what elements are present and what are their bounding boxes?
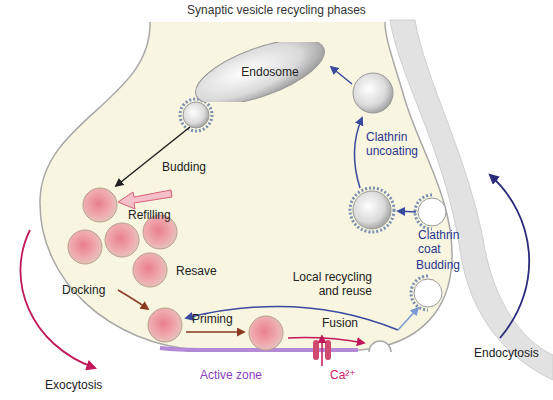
- reserve-vesicle: [68, 230, 102, 264]
- fusion-arrow: [288, 338, 364, 343]
- phase-label: Endocytosis: [474, 346, 539, 360]
- clathrin-coat: [415, 195, 432, 229]
- fusion-pore-opening: [368, 352, 392, 366]
- stage-label: Budding: [162, 160, 206, 174]
- diagram-title: Synaptic vesicle recycling phases: [0, 3, 553, 17]
- ion-label: Ca²⁺: [330, 368, 356, 382]
- docking-arrow: [118, 290, 148, 309]
- uncoated-vesicle: [353, 73, 393, 113]
- phase-label: Exocytosis: [45, 378, 102, 392]
- stage-label: Clathrin coat: [418, 228, 470, 256]
- region-label: Active zone: [200, 368, 262, 382]
- stage-label: Resave: [176, 264, 217, 278]
- stage-label: Docking: [62, 283, 105, 297]
- stage-label: Priming: [192, 312, 233, 326]
- calcium-channel: [325, 340, 331, 360]
- refilling-arrow: [118, 190, 172, 209]
- clathrin-pit: [414, 279, 442, 307]
- node-label: Endosome: [190, 42, 330, 102]
- clathrin-pit: [418, 198, 446, 226]
- terminal-membrane: [40, 22, 452, 350]
- priming-arrow: [186, 331, 244, 333]
- calcium-influx-arrow: [321, 336, 323, 366]
- stage-label: Budding: [416, 258, 460, 272]
- clathrin-coat: [180, 99, 212, 131]
- to-endosome-arrow: [331, 67, 352, 84]
- budding-vesicle: [183, 102, 209, 128]
- uncoating-arrow: [354, 118, 362, 188]
- stage-label: Clathrin uncoating: [366, 130, 436, 158]
- terminal-fill: [40, 22, 452, 350]
- recycling-arrow: [186, 306, 398, 330]
- docked-vesicle: [148, 308, 182, 342]
- coated-vesicle: [353, 191, 391, 229]
- stage-label: Fusion: [322, 316, 358, 330]
- pit-to-vesicle-arrow: [398, 211, 416, 212]
- reserve-vesicle: [105, 223, 139, 257]
- calcium-channel: [313, 340, 319, 360]
- clathrin-coat: [411, 276, 428, 310]
- clathrin-coat: [350, 188, 394, 232]
- stage-label: Refilling: [128, 208, 171, 222]
- primed-vesicle: [249, 316, 283, 350]
- endosome: Endosome: [190, 42, 330, 102]
- pathway-label: Local recycling and reuse: [272, 270, 372, 298]
- refilling-vesicle: [83, 188, 117, 222]
- budding-arrow: [116, 127, 190, 186]
- endosome-membrane: [190, 42, 330, 102]
- exocytosis-arc: [20, 230, 95, 368]
- recycling-arrow: [398, 308, 418, 330]
- endocytosis-arc: [490, 175, 529, 338]
- reserve-vesicle: [133, 253, 167, 287]
